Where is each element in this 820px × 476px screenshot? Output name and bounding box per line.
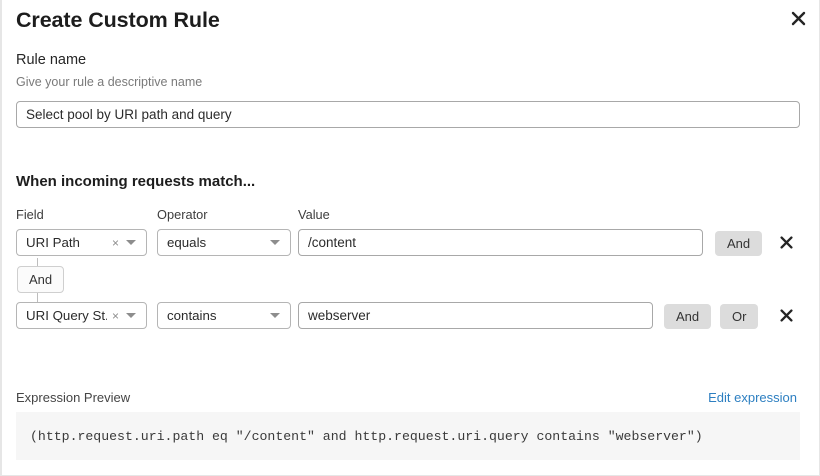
field-select-2-value: URI Query St... — [26, 308, 107, 323]
connector-and-chip[interactable]: And — [17, 266, 65, 293]
close-icon-glyph — [791, 11, 805, 25]
operator-select-1-value: equals — [167, 235, 207, 250]
condition-row: URI Path × equals And — [2, 229, 819, 259]
field-select-1-value: URI Path — [26, 235, 80, 250]
rule-name-label: Rule name — [16, 52, 87, 68]
condition-row: URI Query St... × contains And Or — [2, 302, 819, 332]
clear-icon[interactable]: × — [111, 308, 119, 323]
column-header-value: Value — [298, 207, 330, 222]
column-header-operator: Operator — [157, 207, 208, 222]
value-input-1[interactable] — [298, 229, 703, 256]
page-title: Create Custom Rule — [16, 8, 220, 32]
connector-line-bottom — [37, 293, 38, 302]
expression-preview-label: Expression Preview — [16, 390, 131, 405]
logic-connector-and: And — [2, 258, 202, 306]
chevron-down-icon — [270, 313, 280, 318]
column-header-field: Field — [16, 207, 44, 222]
operator-select-2-value: contains — [167, 308, 217, 323]
edit-expression-link[interactable]: Edit expression — [708, 390, 797, 405]
connector-line-top — [37, 258, 38, 267]
close-icon-glyph — [779, 236, 793, 249]
expression-preview-code: (http.request.uri.path eq "/content" and… — [16, 412, 800, 460]
close-icon[interactable] — [785, 5, 811, 31]
and-button-row-2[interactable]: And — [664, 304, 712, 329]
delete-condition-2-icon[interactable] — [777, 302, 795, 329]
chevron-down-icon — [126, 313, 136, 318]
and-button-row-1[interactable]: And — [715, 231, 763, 256]
field-select-1[interactable]: URI Path × — [16, 229, 147, 256]
close-icon-glyph — [779, 309, 793, 322]
chevron-down-icon — [126, 240, 136, 245]
value-input-2[interactable] — [298, 302, 653, 329]
operator-select-2[interactable]: contains — [157, 302, 291, 329]
operator-select-1[interactable]: equals — [157, 229, 291, 256]
field-select-2[interactable]: URI Query St... × — [16, 302, 147, 329]
clear-icon[interactable]: × — [111, 235, 119, 250]
match-section-heading: When incoming requests match... — [16, 173, 256, 190]
rule-name-input[interactable] — [16, 101, 800, 128]
chevron-down-icon — [270, 240, 280, 245]
rule-name-help-text: Give your rule a descriptive name — [16, 75, 203, 89]
or-button-row-2[interactable]: Or — [720, 304, 759, 329]
delete-condition-1-icon[interactable] — [777, 229, 795, 256]
